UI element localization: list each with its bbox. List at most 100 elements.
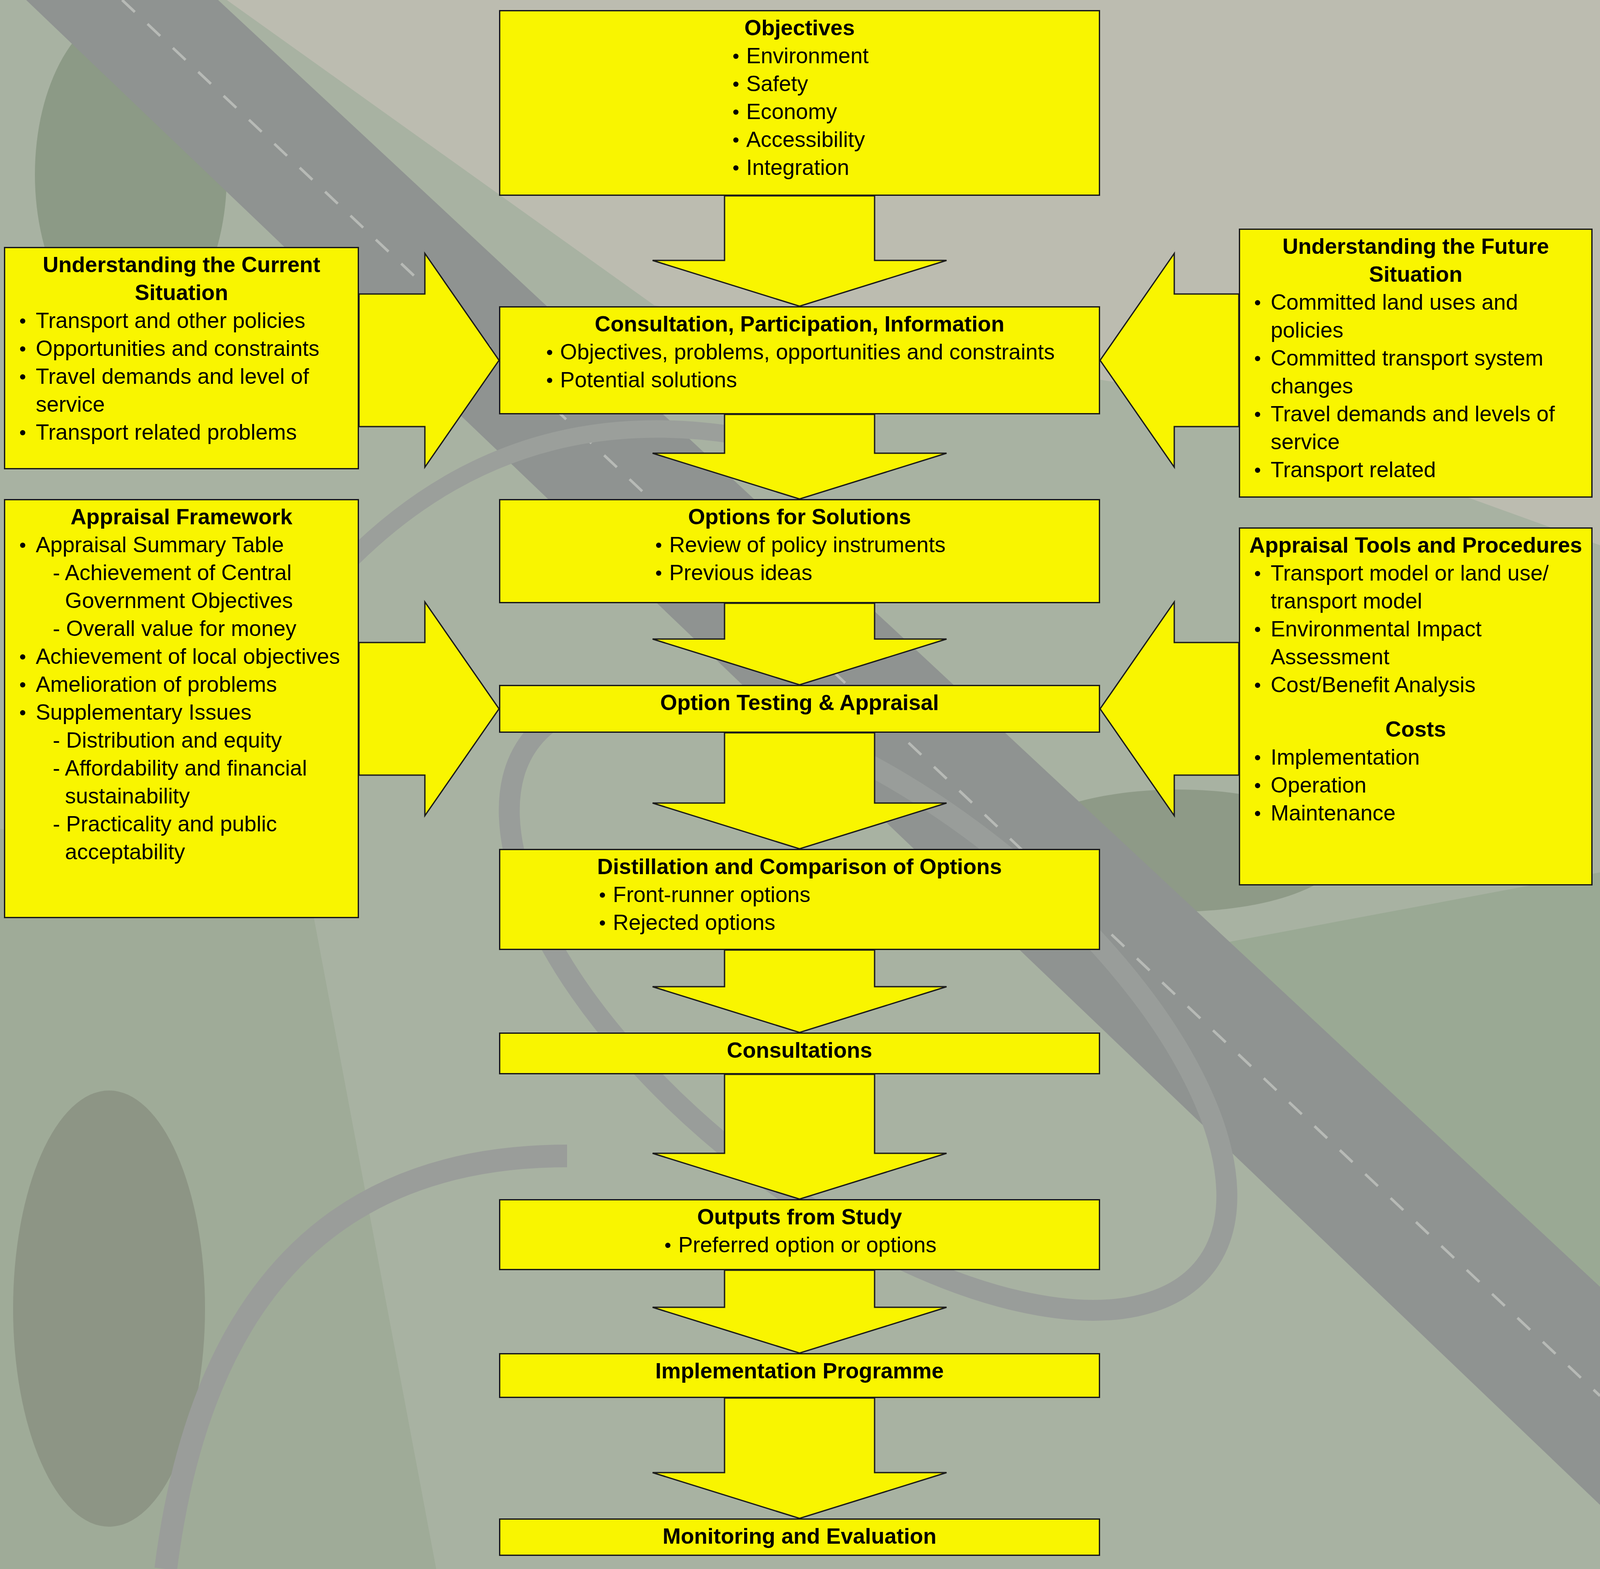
heading-block: Implementation Programme — [655, 1357, 944, 1385]
box-text: Rejected options — [612, 908, 1002, 937]
box-text: Previous ideas — [669, 558, 946, 587]
bullet-item: Integration — [730, 153, 869, 182]
box-heading: Appraisal Tools and Procedures — [1246, 531, 1586, 560]
process-box: Monitoring and Evaluation — [499, 1518, 1101, 1556]
bullet-item: Environment — [730, 41, 869, 70]
box-text: Appraisal Summary Table — [35, 530, 352, 559]
text-column: Distillation and Comparison of OptionsFr… — [506, 852, 1093, 937]
bullet-dot — [20, 542, 26, 548]
box-text: Committed land uses and policies — [1270, 288, 1586, 345]
box-text: Transport and other policies — [35, 306, 352, 335]
bullet-dot — [1254, 782, 1261, 789]
bullet-dot — [656, 570, 662, 576]
box-text: Maintenance — [1270, 799, 1586, 828]
block-arrow — [358, 253, 500, 468]
bullet-dot — [599, 920, 606, 926]
text-column: Understanding the Future SituationCommit… — [1246, 232, 1586, 484]
bullet-item: Travel demands and levels of service — [1246, 400, 1586, 456]
box-heading: Monitoring and Evaluation — [662, 1522, 937, 1551]
bullet-item: Appraisal Summary Table — [11, 530, 352, 559]
bullet-dot — [665, 1242, 671, 1248]
heading-block: Costs — [1246, 715, 1586, 744]
box-text: Transport related — [1270, 455, 1586, 484]
bullet-dot — [1254, 810, 1261, 817]
bullet-dot — [20, 710, 26, 716]
bullet-item: Potential solutions — [544, 365, 1055, 394]
bullet-item: Front-runner options — [597, 880, 1002, 909]
box-text: Supplementary Issues — [35, 698, 352, 727]
bullet-item: Opportunities and constraints — [11, 334, 352, 363]
block-arrow — [1100, 253, 1239, 468]
box-heading: Appraisal Framework — [11, 502, 352, 531]
box-text: Transport model or land use/ transport m… — [1270, 559, 1586, 616]
box-text: - Overall value for money — [64, 614, 352, 643]
bullet-item: Travel demands and level of service — [11, 362, 352, 419]
block-arrow — [652, 195, 947, 307]
block-arrow — [652, 950, 947, 1033]
bullet-item: Amelioration of problems — [11, 670, 352, 699]
sub-item: - Overall value for money — [11, 614, 352, 643]
heading-block: Outputs from Study — [662, 1203, 937, 1231]
input-box: Understanding the Current SituationTrans… — [3, 246, 359, 470]
box-text: Potential solutions — [560, 365, 1055, 394]
process-box: Outputs from StudyPreferred option or op… — [499, 1199, 1101, 1271]
process-box: Option Testing & Appraisal — [499, 684, 1101, 733]
process-box: Options for SolutionsReview of policy in… — [499, 499, 1101, 604]
box-text: Preferred option or options — [678, 1230, 937, 1259]
input-box: Understanding the Future SituationCommit… — [1238, 228, 1593, 498]
bullet-dot — [20, 682, 26, 688]
field — [226, 0, 1600, 546]
box-heading: Implementation Programme — [655, 1357, 944, 1385]
heading-block: Consultation, Participation, Information — [544, 310, 1055, 339]
box-text: Accessibility — [746, 125, 869, 154]
box-text: Objectives, problems, opportunities and … — [560, 338, 1055, 366]
box-text: Achievement of local objectives — [35, 642, 352, 671]
bullet-dot — [547, 377, 553, 383]
text-column: ObjectivesEnvironmentSafetyEconomyAccess… — [506, 13, 1093, 182]
input-box: Appraisal Tools and ProceduresTransport … — [1238, 527, 1593, 886]
bullet-dot — [547, 349, 553, 356]
bullet-dot — [733, 81, 739, 87]
heading-block: Consultations — [726, 1036, 872, 1065]
box-heading: Options for Solutions — [653, 502, 946, 531]
bullet-item: Transport model or land use/ transport m… — [1246, 559, 1586, 616]
bullet-item: Objectives, problems, opportunities and … — [544, 338, 1055, 366]
bullet-item: Environmental Impact Assessment — [1246, 615, 1586, 671]
box-heading: Outputs from Study — [662, 1203, 937, 1231]
box-text: Safety — [746, 69, 869, 98]
bullet-item: Rejected options — [597, 908, 1002, 937]
text-column: Outputs from StudyPreferred option or op… — [506, 1203, 1093, 1259]
box-heading: Consultations — [726, 1036, 872, 1065]
heading-block: Appraisal Framework — [11, 502, 352, 531]
bullet-dot — [733, 165, 739, 171]
box-text: Amelioration of problems — [35, 670, 352, 699]
heading-block: Understanding the Future Situation — [1246, 232, 1586, 289]
text-column: Appraisal Tools and ProceduresTransport … — [1246, 531, 1586, 828]
bullet-dot — [1254, 467, 1261, 473]
box-text: Environmental Impact Assessment — [1270, 615, 1586, 671]
bullet-dot — [1254, 355, 1261, 362]
box-text: Committed transport system changes — [1270, 344, 1586, 400]
bullet-item: Cost/Benefit Analysis — [1246, 670, 1586, 699]
process-box: Implementation Programme — [499, 1353, 1101, 1399]
bullet-dot — [20, 654, 26, 660]
heading-block: Appraisal Tools and Procedures — [1246, 531, 1586, 560]
block-arrow — [652, 1074, 947, 1200]
box-text: Economy — [746, 97, 869, 126]
heading-block: Distillation and Comparison of Options — [597, 852, 1002, 881]
box-text: Implementation — [1270, 743, 1586, 772]
bullet-dot — [1254, 411, 1261, 418]
block-arrow — [652, 1270, 947, 1354]
heading-block: Options for Solutions — [653, 502, 946, 531]
bullet-dot — [1254, 755, 1261, 761]
block-arrow — [652, 1398, 947, 1519]
bullet-item: Operation — [1246, 771, 1586, 800]
bullet-dot — [20, 346, 26, 352]
sub-item: - Distribution and equity — [11, 726, 352, 755]
bullet-item: Accessibility — [730, 125, 869, 154]
bullet-dot — [20, 430, 26, 436]
box-heading: Understanding the Future Situation — [1246, 232, 1586, 289]
text-column: Consultation, Participation, Information… — [506, 310, 1093, 394]
bullet-dot — [599, 892, 606, 898]
